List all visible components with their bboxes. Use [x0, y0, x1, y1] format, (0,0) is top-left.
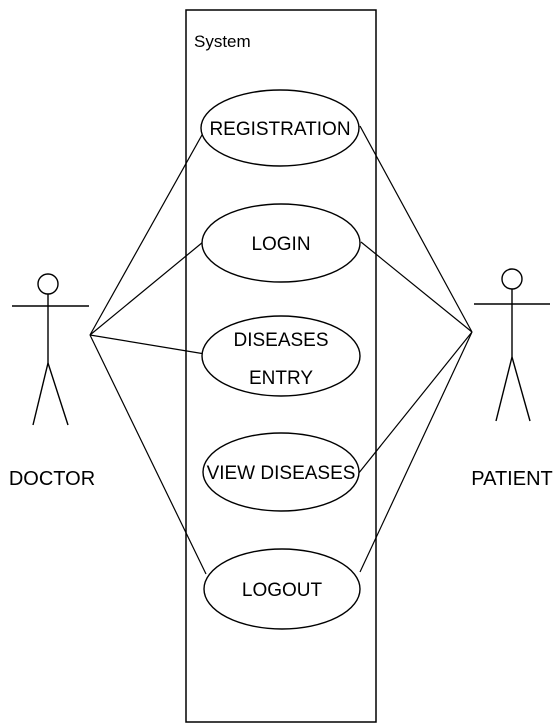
use-case-label: LOGIN	[251, 234, 310, 255]
actor-label-doctor: DOCTOR	[9, 468, 95, 490]
use-case-ellipse	[200, 89, 360, 167]
association-doctor-logout	[89, 334, 207, 575]
association-patient-registration	[359, 125, 473, 333]
actor-left-leg	[495, 356, 513, 422]
use-case-ellipse	[202, 432, 360, 512]
actor-right-leg	[511, 356, 531, 422]
use-case-ellipse	[203, 548, 361, 630]
association-doctor-login	[89, 241, 204, 336]
use-case-diseases-entry: DISEASES ENTRY	[201, 315, 361, 397]
association-patient-view-diseases	[357, 331, 473, 475]
use-case-view-diseases: VIEW DISEASES	[202, 432, 360, 512]
use-case-logout: LOGOUT	[203, 548, 361, 630]
system-label: System	[194, 32, 251, 51]
actor-head	[501, 268, 523, 290]
actor-label-patient: PATIENT	[471, 468, 552, 490]
actor-doctor	[12, 273, 89, 426]
use-case-label: LOGOUT	[242, 580, 323, 601]
association-doctor-registration	[89, 125, 208, 336]
use-case-label-line-2: ENTRY	[249, 368, 313, 389]
use-case-label: VIEW DISEASES	[207, 463, 356, 484]
actor-head	[37, 273, 59, 295]
use-case-label: REGISTRATION	[209, 119, 350, 140]
actor-patient	[474, 268, 550, 422]
use-case-login: LOGIN	[201, 203, 361, 283]
use-case-label-line-1: DISEASES	[233, 330, 328, 351]
association-patient-login	[360, 241, 473, 333]
use-case-ellipse	[201, 315, 361, 397]
actor-right-leg	[47, 362, 69, 426]
use-case-registration: REGISTRATION	[200, 89, 360, 167]
use-case-ellipse	[201, 203, 361, 283]
actor-left-leg	[32, 362, 49, 426]
association-doctor-diseases-entry	[89, 334, 206, 355]
system-boundary: System	[185, 9, 377, 723]
system-rectangle	[185, 9, 377, 723]
association-patient-logout	[359, 331, 473, 573]
associations	[89, 125, 473, 575]
